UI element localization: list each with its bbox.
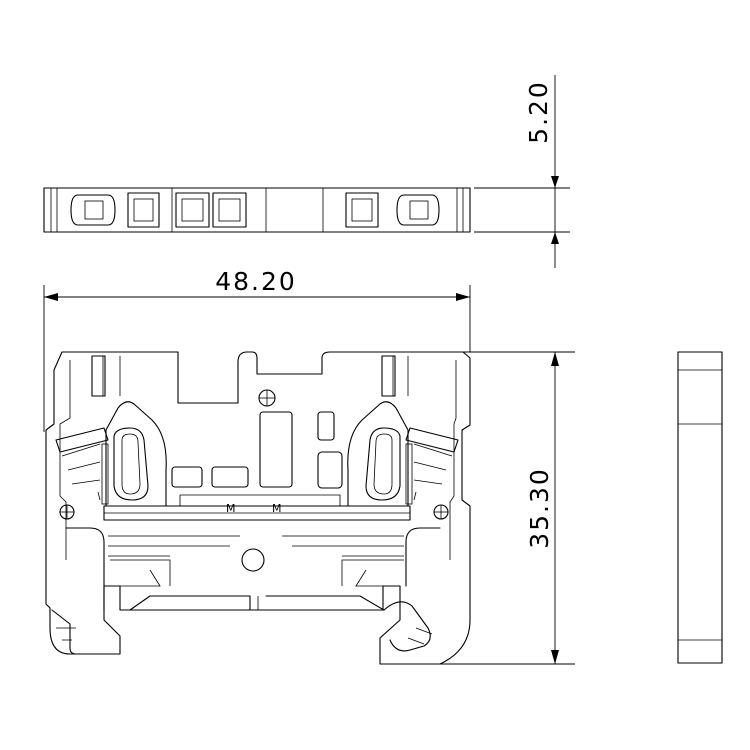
- side-view: [677, 351, 723, 664]
- dimension-label-35-30: 35.30: [525, 467, 554, 549]
- dimension-width: 48.20: [43, 267, 471, 432]
- dimension-label-5-20: 5.20: [524, 80, 553, 144]
- top-view: [43, 187, 471, 233]
- marking-left: M: [226, 502, 236, 515]
- dimension-top-height: 5.20: [474, 75, 570, 268]
- dimension-height: 35.30: [440, 351, 575, 665]
- front-view: M M: [45, 351, 471, 665]
- marking-right: M: [272, 502, 282, 515]
- dimension-label-48-20: 48.20: [215, 267, 297, 296]
